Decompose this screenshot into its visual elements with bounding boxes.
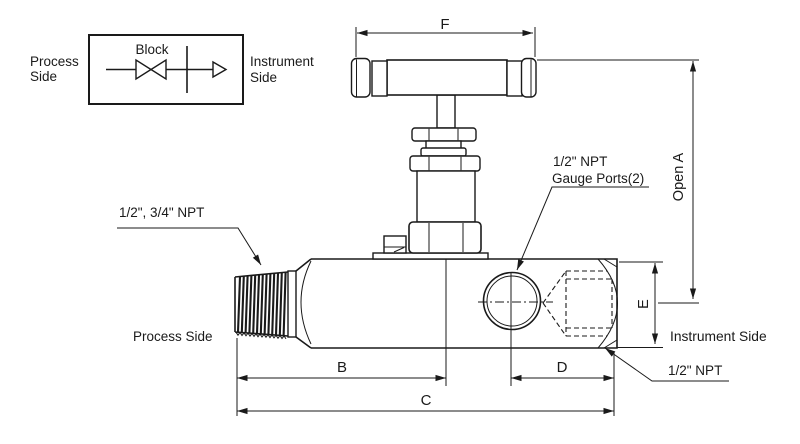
process-npt-label: 1/2", 3/4" NPT (119, 205, 204, 220)
dim-e: E (617, 261, 663, 348)
dim-b: B (236, 338, 446, 416)
body-hex (408, 221, 482, 254)
dim-f-label: F (440, 16, 449, 33)
bonnet-assembly (350, 57, 537, 260)
callouts: 1/2", 3/4" NPT Process Side 1/2" NPT Gau… (117, 154, 767, 382)
chamfer-top-right (603, 258, 618, 268)
process-thread (234, 271, 289, 340)
packing-nut-outline (411, 127, 477, 142)
dim-b-label: B (337, 359, 347, 376)
dim-open-a: Open A (537, 59, 699, 304)
bonnet-cylinder (416, 170, 476, 223)
gland-lip (420, 147, 467, 157)
cone-top-line (295, 258, 312, 272)
handle-cap-right (520, 57, 537, 98)
block-label: Block (135, 42, 168, 57)
dim-c-label: C (421, 392, 432, 409)
gauge-port (478, 271, 553, 331)
bonnet-base-plate (372, 252, 489, 260)
valve-bowtie-right (149, 58, 167, 81)
dim-d-label: D (557, 359, 568, 376)
gauge-ports-leader (516, 186, 649, 271)
dim-c: C (237, 392, 614, 415)
thread-crest-zigzag (235, 331, 287, 340)
tab-mark (393, 247, 405, 253)
dim-d: D (511, 352, 615, 416)
schematic-process-side-line1: Process (30, 54, 79, 69)
packing-nut-hex (411, 127, 477, 142)
packing-tab (383, 235, 407, 254)
flow-schematic: Process Side Instrument Side Block (30, 34, 314, 105)
gauge-ports-label-line2: Gauge Ports(2) (552, 171, 644, 186)
schematic-instrument-side-line2: Side (250, 70, 277, 85)
dim-f: F (355, 16, 536, 57)
valve-body (234, 258, 618, 386)
process-side-label: Process Side (133, 329, 213, 344)
cone-bottom-line (295, 336, 312, 349)
hidden-thread-lines (542, 270, 613, 337)
gauge-ports-callout: 1/2" NPT Gauge Ports(2) (516, 154, 649, 271)
process-npt-leader (117, 227, 262, 266)
instrument-npt-leader (604, 347, 729, 382)
thread-collar (287, 270, 297, 338)
body-outline (311, 258, 618, 349)
body-left-end-arc (300, 260, 312, 345)
chamfer-bottom-right (603, 339, 618, 349)
gauge-port-outer-circle (482, 271, 542, 331)
valve-stem (436, 94, 456, 129)
instrument-port-hidden-lines (542, 270, 613, 337)
bonnet-nut-outline (409, 155, 481, 172)
instrument-side-label: Instrument Side (670, 329, 767, 344)
dim-e-label: E (636, 299, 652, 309)
body-right-end-arc (597, 258, 618, 349)
handle-ring-right (506, 60, 523, 97)
valve-bowtie-left (135, 58, 153, 81)
instrument-npt-label: 1/2" NPT (668, 363, 722, 378)
handle-ring-left (371, 60, 388, 97)
schematic-process-side-line2: Side (30, 69, 57, 84)
gauge-port-inner-circle (486, 275, 538, 327)
dim-open-a-label: Open A (671, 152, 687, 201)
instrument-npt-callout: 1/2" NPT (604, 347, 729, 382)
process-npt-callout: 1/2", 3/4" NPT (117, 205, 262, 266)
schematic-instrument-side-line1: Instrument (250, 54, 314, 69)
handle-bar (386, 59, 508, 96)
tab-outline (383, 235, 407, 254)
flow-direction-icon (212, 60, 228, 79)
t-handle (350, 57, 537, 98)
handle-cap-left (350, 57, 371, 98)
schematic-box (88, 34, 244, 105)
bonnet-nut-hex (409, 155, 481, 172)
block-valve-icon (106, 46, 228, 93)
gauge-ports-label-line1: 1/2" NPT (553, 154, 607, 169)
thread-hatch-lines (236, 272, 287, 336)
body-hex-outline (408, 221, 482, 254)
dimensions: F Open A E B D C (236, 16, 699, 416)
